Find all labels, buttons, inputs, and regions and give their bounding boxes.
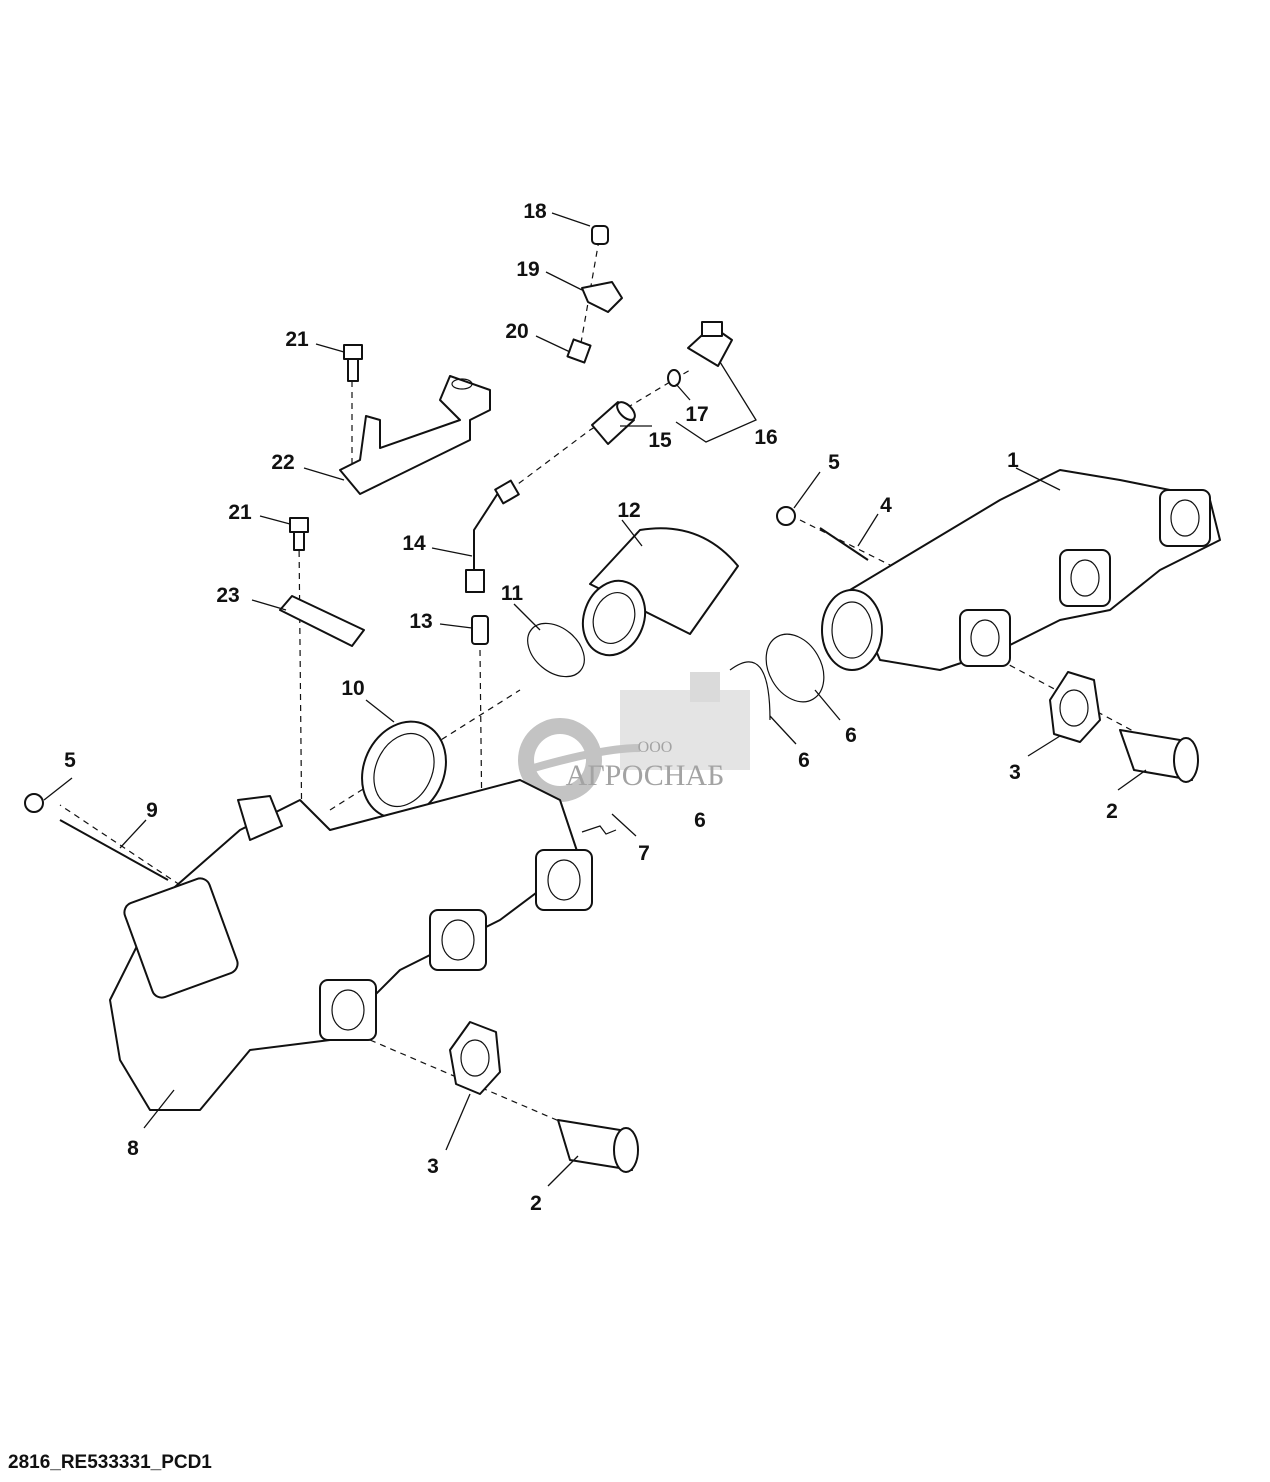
callout-12: 12 bbox=[617, 499, 640, 522]
part-13-fitting bbox=[471, 615, 489, 645]
callout-19: 19 bbox=[516, 258, 539, 281]
part-20-nut bbox=[566, 338, 592, 364]
part-5-nut-rear bbox=[776, 506, 796, 526]
callout-21: 21 bbox=[285, 328, 309, 351]
callout-8: 8 bbox=[127, 1137, 139, 1160]
part-17-seal bbox=[667, 369, 681, 387]
watermark-prefix: ООО bbox=[638, 739, 673, 756]
callouts: 18 19 20 21 22 21 23 14 13 15 17 16 12 1… bbox=[64, 200, 1118, 1215]
part-23-plate bbox=[279, 595, 365, 647]
callout-13: 13 bbox=[409, 610, 432, 633]
part-12-filter-housing bbox=[581, 527, 739, 657]
part-21-bolt-upper bbox=[343, 344, 363, 382]
part-3-gasket-front bbox=[449, 1021, 501, 1095]
part-6-rings bbox=[729, 633, 825, 721]
part-4-stud bbox=[819, 527, 869, 561]
callout-1: 1 bbox=[1007, 449, 1019, 472]
callout-18: 18 bbox=[523, 200, 547, 223]
callout-5: 5 bbox=[828, 451, 840, 474]
callout-6: 6 bbox=[694, 809, 706, 832]
part-16-sensor bbox=[687, 321, 733, 367]
part-18-bolt bbox=[591, 225, 609, 245]
part-2-sleeve-rear bbox=[1119, 729, 1199, 783]
callout-21: 21 bbox=[228, 501, 252, 524]
callout-6: 6 bbox=[798, 749, 810, 772]
callout-4: 4 bbox=[880, 494, 892, 517]
callout-3: 3 bbox=[1009, 761, 1021, 784]
part-3-gasket-rear bbox=[1049, 671, 1101, 743]
callout-7: 7 bbox=[638, 842, 650, 865]
callout-14: 14 bbox=[402, 532, 426, 555]
callout-11: 11 bbox=[501, 582, 524, 605]
callout-16: 16 bbox=[754, 426, 777, 449]
callout-23: 23 bbox=[216, 584, 239, 607]
diagram-code: 2816_RE533331_PCD1 bbox=[8, 1452, 212, 1473]
callout-20: 20 bbox=[505, 320, 528, 343]
callout-2: 2 bbox=[530, 1192, 542, 1215]
part-5-nut-front bbox=[24, 793, 44, 813]
callout-9: 9 bbox=[146, 799, 158, 822]
callout-15: 15 bbox=[648, 429, 672, 452]
callout-17: 17 bbox=[685, 403, 708, 426]
callout-10: 10 bbox=[341, 677, 364, 700]
callout-22: 22 bbox=[271, 451, 294, 474]
callout-3: 3 bbox=[427, 1155, 439, 1178]
part-19-clamp bbox=[581, 281, 623, 313]
watermark-brand: АГРОСНАБ bbox=[566, 759, 725, 792]
part-22-bracket bbox=[339, 375, 491, 495]
part-14-tube bbox=[465, 479, 520, 593]
part-8-exhaust-manifold-front bbox=[109, 779, 593, 1111]
part-21-bolt-lower bbox=[289, 517, 309, 551]
part-7-clip bbox=[581, 825, 617, 835]
leader-lines bbox=[43, 212, 1147, 1187]
callout-2: 2 bbox=[1106, 800, 1118, 823]
callout-6: 6 bbox=[845, 724, 857, 747]
part-9-stud bbox=[59, 819, 169, 881]
part-15-adapter bbox=[591, 401, 636, 445]
part-1-exhaust-manifold-rear bbox=[821, 469, 1221, 671]
part-11-ring bbox=[527, 622, 585, 678]
callout-5: 5 bbox=[64, 749, 76, 772]
agrosnab-watermark-logo: ООО АГРОСНАБ bbox=[518, 672, 750, 802]
